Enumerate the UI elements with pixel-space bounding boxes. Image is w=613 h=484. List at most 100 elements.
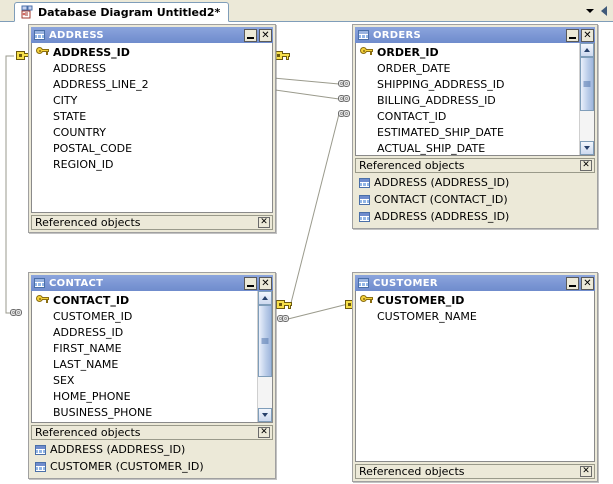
column-row[interactable]: ORDER_ID [356,45,579,61]
referenced-objects-bar[interactable]: Referenced objects ✕ [31,215,273,230]
column-name: ORDER_DATE [377,62,451,75]
primary-key-icon [36,294,49,304]
referenced-objects-bar[interactable]: Referenced objects ✕ [355,464,595,479]
column-row[interactable]: BILLING_ADDRESS_ID [356,93,579,109]
column-row[interactable]: SHIPPING_ADDRESS_ID [356,77,579,93]
table-node-address[interactable]: ADDRESS ✕ ADDRESS_ID ADDRESS [28,24,276,233]
column-row[interactable]: ADDRESS_LINE_2 [32,77,272,93]
referenced-object-label: ADDRESS (ADDRESS_ID) [374,210,510,223]
minimize-button[interactable] [566,28,579,42]
referenced-objects-list: ADDRESS (ADDRESS_ID) CUSTOMER (CUSTOMER_… [31,440,273,476]
column-name: BUSINESS_PHONE [53,406,153,419]
minimize-button[interactable] [244,276,257,290]
close-icon[interactable]: ✕ [258,217,270,228]
referenced-objects-bar[interactable]: Referenced objects ✕ [31,425,273,440]
table-title-bar[interactable]: ADDRESS ✕ [31,27,273,43]
column-row[interactable]: REGION_ID [32,157,272,173]
list-item[interactable]: ADDRESS (ADDRESS_ID) [355,208,595,225]
scroll-track[interactable] [580,57,594,141]
table-title-bar[interactable]: CUSTOMER ✕ [355,275,595,291]
table-columns-panel: CONTACT_ID CUSTOMER_ID ADDRESS_ID FIRST_… [31,291,273,423]
close-icon[interactable]: ✕ [580,466,592,477]
table-node-customer[interactable]: CUSTOMER ✕ CUSTOMER_ID CUSTOMER_NAME [352,272,598,482]
list-item[interactable]: CUSTOMER (CUSTOMER_ID) [31,458,273,475]
list-item[interactable]: ADDRESS (ADDRESS_ID) [355,174,595,191]
scroll-down-button[interactable] [580,141,594,155]
column-row[interactable]: ACTUAL_SHIP_DATE [356,141,579,155]
column-name: REGION_ID [53,158,114,171]
tab-database-diagram[interactable]: Database Diagram Untitled2* [14,2,230,22]
list-item[interactable]: CONTACT (CONTACT_ID) [355,191,595,208]
scroll-thumb[interactable] [258,305,272,377]
column-row[interactable]: CONTACT_ID [32,293,257,309]
column-row[interactable]: COUNTRY [32,125,272,141]
minimize-button[interactable] [566,276,579,290]
diagram-canvas[interactable]: ADDRESS ✕ ADDRESS_ID ADDRESS [0,22,613,484]
close-button[interactable]: ✕ [581,28,594,42]
chevron-down-icon[interactable] [586,8,594,13]
column-row[interactable]: HOME_PHONE [32,389,257,405]
close-icon[interactable]: ✕ [258,427,270,438]
table-columns-panel: ADDRESS_ID ADDRESS ADDRESS_LINE_2 CITY [31,43,273,213]
close-button[interactable]: ✕ [581,276,594,290]
table-node-contact[interactable]: CONTACT ✕ CONTACT_ID CUSTOMER_ID [28,272,276,479]
scroll-up-button[interactable] [580,43,594,57]
column-name: ORDER_ID [377,46,439,59]
column-name: SEX [53,374,75,387]
column-row[interactable]: ADDRESS_ID [32,45,272,61]
column-row[interactable]: ADDRESS_ID [32,325,257,341]
scroll-track[interactable] [258,305,272,408]
scroll-thumb[interactable] [580,57,594,111]
table-title-bar[interactable]: CONTACT ✕ [31,275,273,291]
table-title-bar[interactable]: ORDERS ✕ [355,27,595,43]
column-row[interactable]: LAST_NAME [32,357,257,373]
close-button[interactable]: ✕ [259,28,272,42]
column-row[interactable]: CUSTOMER_ID [32,309,257,325]
column-list: ADDRESS_ID ADDRESS ADDRESS_LINE_2 CITY [32,43,272,212]
list-item[interactable]: ADDRESS (ADDRESS_ID) [31,441,273,458]
minimize-button[interactable] [244,28,257,42]
column-name: CONTACT_ID [53,294,130,307]
column-row[interactable]: POSTAL_CODE [32,141,272,157]
connector-address-contact [5,55,20,314]
vertical-scrollbar[interactable] [579,43,594,155]
close-button[interactable]: ✕ [259,276,272,290]
column-row[interactable]: FIRST_NAME [32,341,257,357]
column-row[interactable]: ORDER_DATE [356,61,579,77]
column-name: ADDRESS [53,62,107,75]
column-row[interactable]: ADDRESS [32,61,272,77]
column-row[interactable]: CITY [32,93,272,109]
connector-contact-customer [287,303,349,320]
scroll-down-button[interactable] [258,408,272,422]
column-row[interactable]: STATE [32,109,272,125]
column-row[interactable]: CUSTOMER_NAME [356,309,594,325]
close-icon[interactable]: ✕ [580,160,592,171]
column-row[interactable]: SEX [32,373,257,389]
column-row[interactable]: BUSINESS_PHONE [32,405,257,421]
column-list: CONTACT_ID CUSTOMER_ID ADDRESS_ID FIRST_… [32,291,257,422]
table-name: CUSTOMER [373,277,438,289]
column-name: CUSTOMER_ID [53,310,133,323]
primary-key-icon [360,46,373,56]
referenced-objects-label: Referenced objects [359,159,465,172]
column-row[interactable]: CONTACT_ID [356,109,579,125]
triangle-left-icon[interactable] [601,5,607,16]
tab-label: Database Diagram Untitled2* [38,5,221,19]
column-name: SHIPPING_ADDRESS_ID [377,78,505,91]
column-list: CUSTOMER_ID CUSTOMER_NAME [356,291,594,461]
referenced-objects-bar[interactable]: Referenced objects ✕ [355,158,595,173]
column-name: ADDRESS_ID [53,46,130,59]
primary-key-icon [360,294,373,304]
scroll-up-button[interactable] [258,291,272,305]
column-name: ESTIMATED_SHIP_DATE [377,126,504,139]
vertical-scrollbar[interactable] [257,291,272,422]
table-node-orders[interactable]: ORDERS ✕ ORDER_ID ORDER_DATE [352,24,598,229]
column-row[interactable]: ESTIMATED_SHIP_DATE [356,125,579,141]
table-icon [359,194,370,205]
column-list: ORDER_ID ORDER_DATE SHIPPING_ADDRESS_ID … [356,43,579,155]
column-row[interactable]: CUSTOMER_ID [356,293,594,309]
referenced-objects-label: Referenced objects [35,216,141,229]
column-name: BILLING_ADDRESS_ID [377,94,496,107]
table-name: ORDERS [373,29,422,41]
